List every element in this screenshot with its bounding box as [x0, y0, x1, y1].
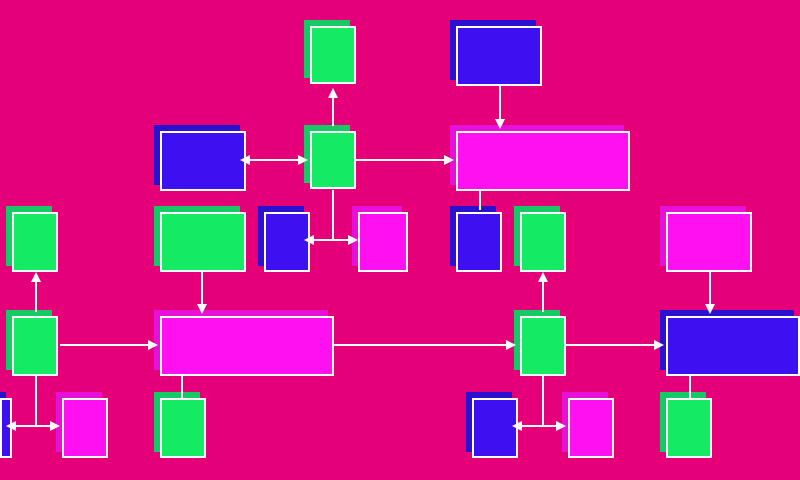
magenta-box [352, 206, 408, 272]
magenta-box [154, 310, 334, 376]
magenta-box [660, 206, 752, 272]
green-box [304, 125, 356, 189]
green-box [514, 206, 566, 272]
green-box [6, 206, 58, 272]
blue-box [450, 206, 502, 272]
magenta-box [450, 125, 630, 191]
blue-box [450, 20, 542, 86]
blue-box [660, 310, 800, 376]
blue-box [154, 125, 246, 191]
green-box [154, 206, 246, 272]
green-box [154, 392, 206, 458]
blue-box [258, 206, 310, 272]
green-box [660, 392, 712, 458]
green-box [6, 310, 58, 376]
magenta-box [562, 392, 614, 458]
green-box [304, 20, 356, 84]
green-box [514, 310, 566, 376]
magenta-box [56, 392, 108, 458]
